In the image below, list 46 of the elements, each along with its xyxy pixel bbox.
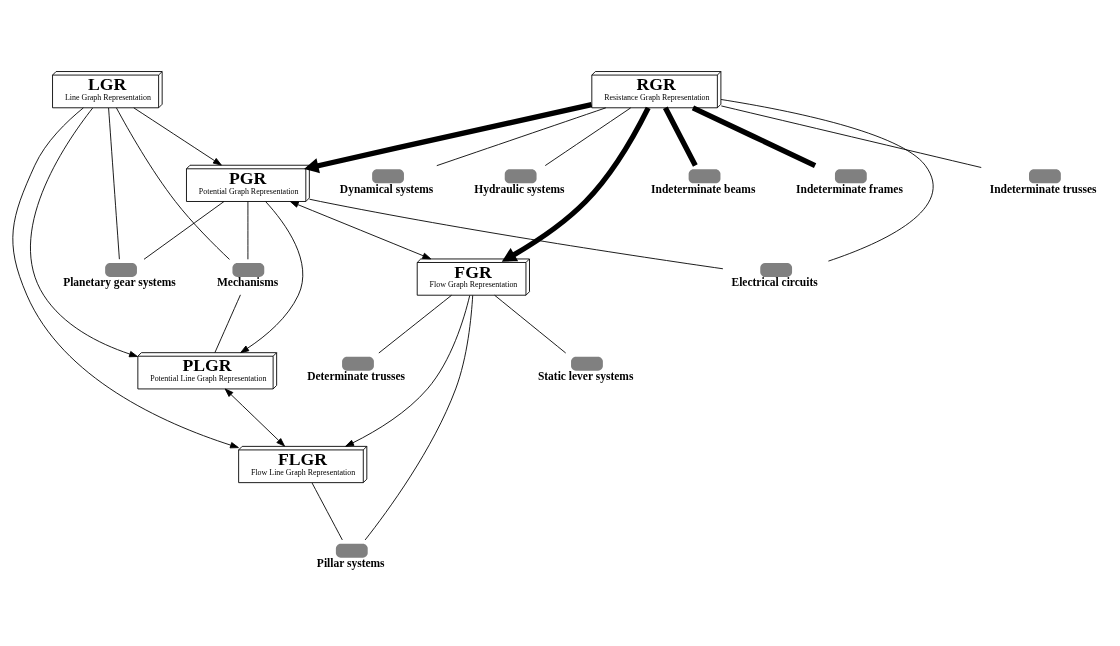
node-label: Indeterminate beams: [651, 182, 756, 195]
node-label: Static lever systems: [537, 369, 634, 382]
node-box: [372, 168, 404, 183]
arrow: [240, 200, 304, 353]
connector: [720, 98, 934, 262]
node-box: [342, 356, 374, 371]
arrow: [30, 107, 138, 357]
connector: [214, 293, 241, 353]
node-label: Pillar systems: [316, 556, 385, 569]
node-label: Mechanisms: [216, 275, 279, 288]
node-box: [760, 262, 793, 277]
node-box: [504, 168, 537, 183]
node-box: [232, 262, 265, 277]
connector: [115, 106, 230, 260]
arrow: [345, 294, 471, 447]
node-box: [335, 543, 368, 558]
node-label: Planetary gear systems: [63, 275, 176, 288]
node-box: [1029, 168, 1061, 183]
arrow: [133, 106, 222, 166]
connector: [247, 200, 249, 260]
connector: [311, 482, 343, 540]
node-box: [834, 168, 867, 183]
node-label: Hydraulic systems: [474, 182, 565, 195]
connector: [436, 106, 607, 166]
arrow: [289, 200, 432, 259]
node-label: Indeterminate frames: [796, 182, 903, 195]
arrow: [224, 388, 285, 447]
node-box: [105, 262, 137, 277]
node-label: Determinate trusses: [307, 369, 406, 382]
connector: [108, 107, 120, 260]
node-label: Dynamical systems: [339, 182, 434, 195]
connector: [663, 106, 698, 167]
connector: [378, 294, 452, 353]
arrow: [501, 106, 651, 262]
node-box: [688, 168, 721, 183]
connector: [691, 104, 817, 168]
node-label: Indeterminate trusses: [989, 182, 1097, 195]
connector: [143, 200, 225, 260]
connector: [544, 106, 632, 166]
node-label: Electrical circuits: [731, 275, 818, 288]
arrow: [12, 106, 239, 448]
connector: [309, 198, 724, 269]
node-box: [571, 356, 603, 371]
connector: [364, 294, 474, 540]
connector: [494, 294, 567, 353]
connector: [720, 105, 982, 168]
